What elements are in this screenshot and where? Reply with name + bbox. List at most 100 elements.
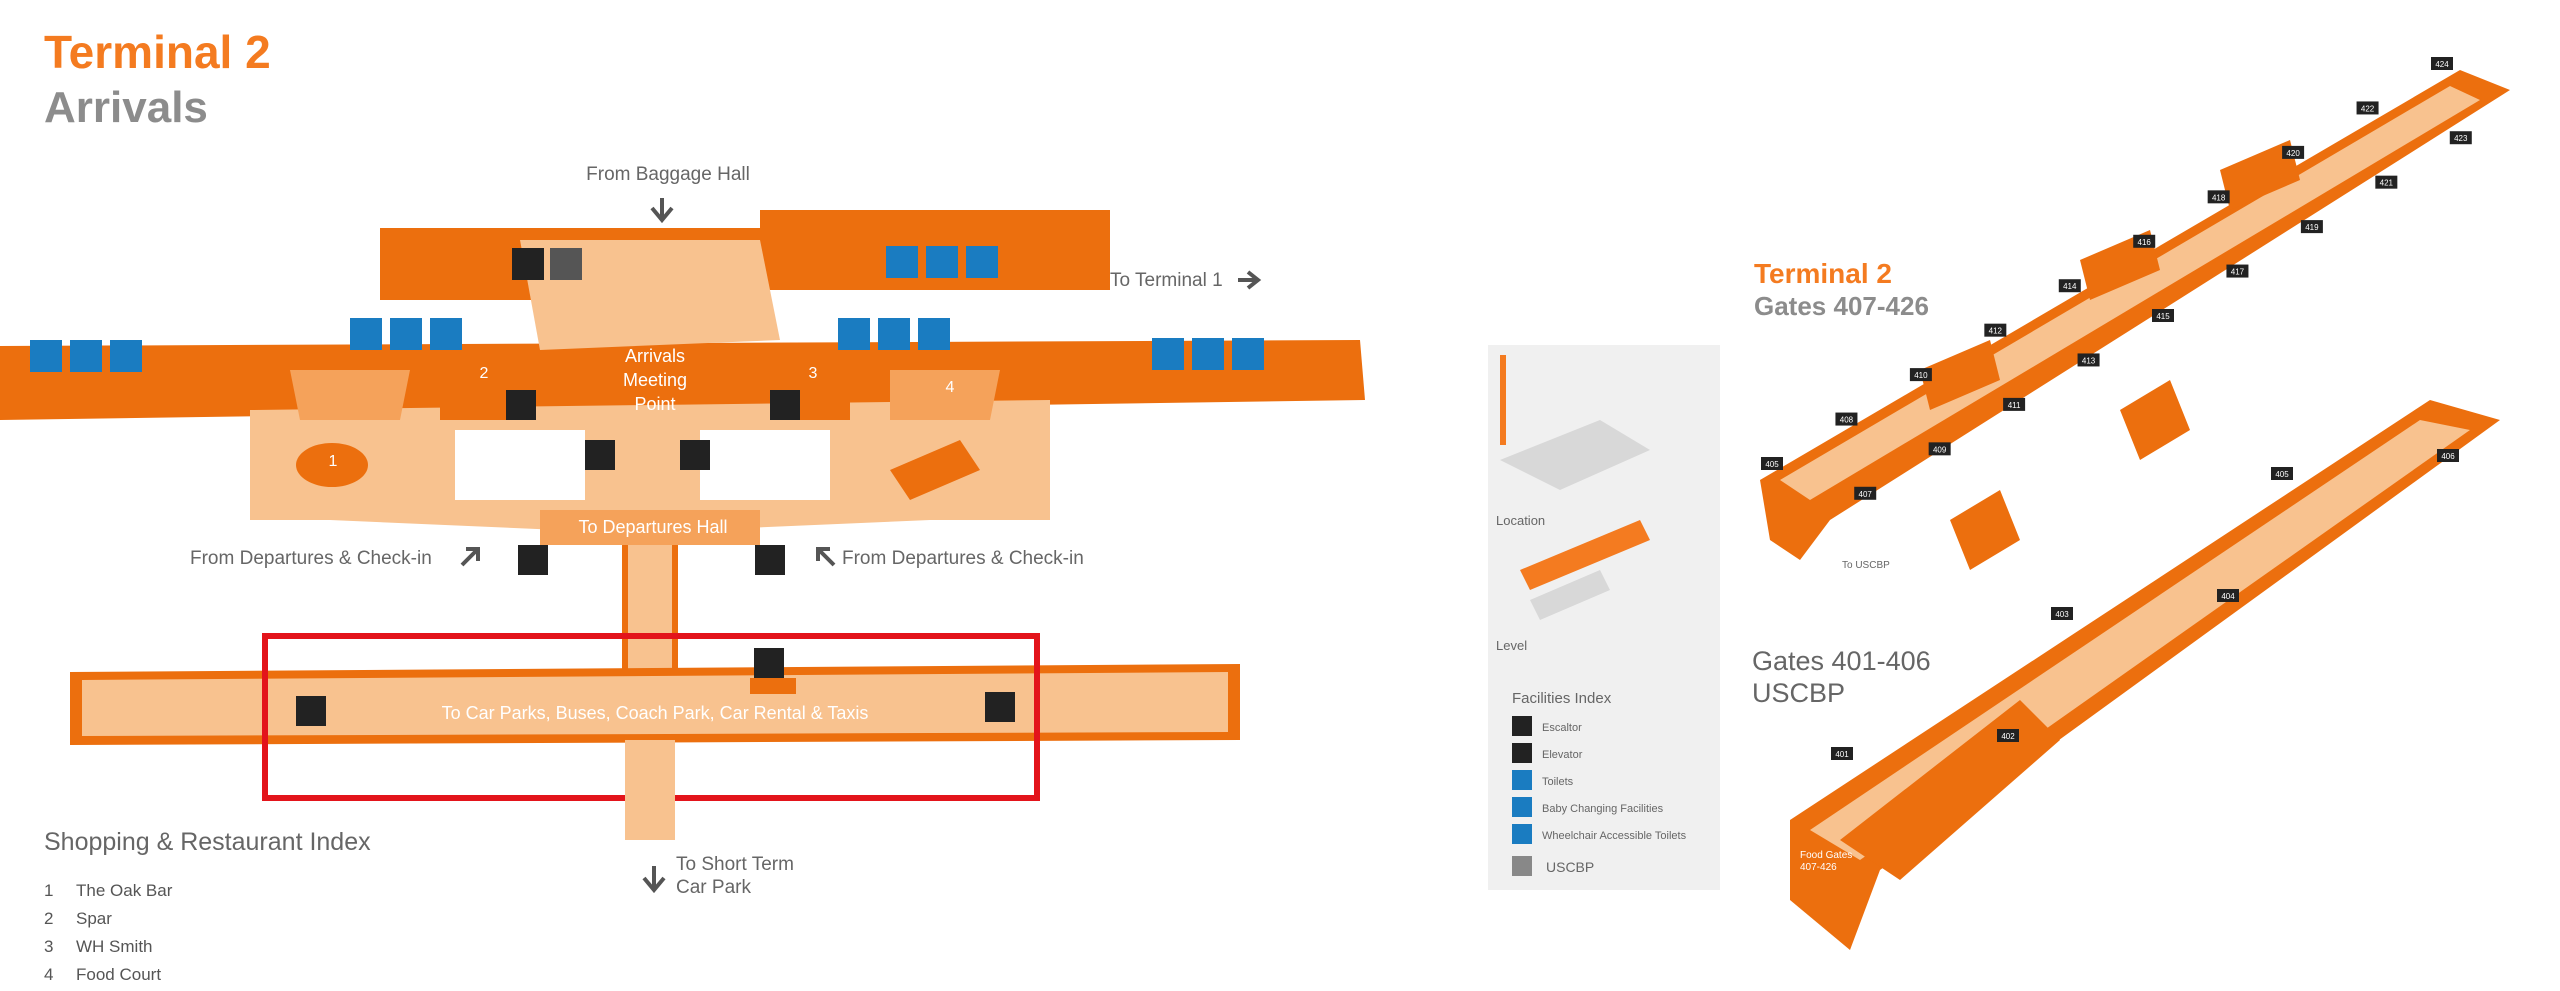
facility-label: Elevator xyxy=(1542,749,1583,761)
gate-number: 418 xyxy=(2212,193,2226,202)
upper-pier-gate-block xyxy=(1920,340,2000,410)
upper-pier-gate-block xyxy=(2220,140,2300,210)
shop-2-block xyxy=(440,360,520,420)
to-departures-hall-label: To Departures Hall xyxy=(578,517,727,537)
gate-number: 424 xyxy=(2435,60,2449,69)
escalator-icon xyxy=(755,545,785,575)
facility-cluster-left xyxy=(30,340,142,372)
gate-marker xyxy=(1854,486,1877,500)
gate-number: 416 xyxy=(2138,238,2152,247)
escalator-icon xyxy=(296,696,326,726)
gate-marker xyxy=(2449,131,2472,145)
gate-marker xyxy=(2431,57,2453,70)
gate-marker xyxy=(2375,175,2398,189)
gate-number: 412 xyxy=(1989,327,2003,336)
wheelchair-icon xyxy=(1512,824,1532,844)
escalator-icon xyxy=(985,692,1015,722)
gate-marker xyxy=(2217,589,2239,602)
arrow-up-right-icon xyxy=(460,547,480,567)
meeting-point-floor xyxy=(520,240,780,350)
gate-marker xyxy=(1997,729,2019,742)
shop-area-1-top xyxy=(290,370,410,420)
facility-cluster-3 xyxy=(838,318,950,350)
food-gates-label-1: Food Gates xyxy=(1800,850,1852,861)
shop-number-3: 3 xyxy=(809,365,818,382)
gate-marker xyxy=(2282,145,2305,159)
gate-marker xyxy=(2058,279,2081,293)
gate-marker xyxy=(2271,467,2293,480)
shop-number-1: 1 xyxy=(329,453,338,470)
arrow-right-icon xyxy=(1238,270,1262,290)
uscbp-hall xyxy=(1840,700,2060,880)
elevator-bank xyxy=(750,678,796,694)
gate-number: 417 xyxy=(2231,268,2245,277)
gate-marker xyxy=(2152,309,2174,322)
arrivals-meeting-label-3: Point xyxy=(634,394,675,414)
arrivals-meeting-label-1: Arrivals xyxy=(625,346,685,366)
gate-number: 406 xyxy=(2441,452,2455,461)
arrivals-floor xyxy=(250,400,1050,530)
facility-label: USCBP xyxy=(1546,859,1594,875)
gate-marker xyxy=(1761,457,1783,470)
gate-number: 421 xyxy=(2380,179,2394,188)
gate-marker xyxy=(1835,412,1858,426)
gate-marker xyxy=(2226,264,2249,278)
gate-marker xyxy=(2300,220,2323,234)
index-name: WH Smith xyxy=(76,937,153,956)
void-left xyxy=(455,430,585,500)
left-map-subtitle: Arrivals xyxy=(44,83,208,132)
gate-number: 403 xyxy=(2055,610,2069,619)
gate-number: 404 xyxy=(2221,592,2235,601)
level-label: Level xyxy=(1496,638,1527,653)
shopping-index-title: Shopping & Restaurant Index xyxy=(44,828,371,856)
escalator-icon xyxy=(680,440,710,470)
lower-pier-wall xyxy=(1790,400,2500,950)
gate-marker xyxy=(1984,323,2007,337)
lower-title-1: Gates 401-406 xyxy=(1752,646,1931,676)
gate-number: 407 xyxy=(1859,490,1873,499)
facility-label: Toilets xyxy=(1542,776,1574,788)
shopping-index-list: 1 The Oak Bar 2 Spar 3 WH Smith 4 Food C… xyxy=(44,881,173,984)
location-indicator xyxy=(1500,355,1506,445)
escalator-icon xyxy=(585,440,615,470)
facility-label: Baby Changing Facilities xyxy=(1542,803,1664,815)
gate-marker xyxy=(2003,397,2026,411)
facility-cluster-right xyxy=(1152,338,1264,370)
index-name: Food Court xyxy=(76,965,161,984)
upper-pier-gate-block xyxy=(1950,490,2020,570)
index-num: 4 xyxy=(44,965,53,984)
baby-changing-icon xyxy=(1512,797,1532,817)
short-term-link xyxy=(625,740,675,840)
link-corridor-wall xyxy=(672,545,678,675)
gate-number: 420 xyxy=(2286,149,2300,158)
facility-label: Escaltor xyxy=(1542,722,1582,734)
facilities-index-title: Facilities Index xyxy=(1512,690,1612,707)
arrow-down-icon xyxy=(650,198,674,224)
to-short-term-label-1: To Short Term xyxy=(676,854,794,875)
gate-number: 413 xyxy=(2082,356,2096,365)
gate-number: 405 xyxy=(2275,470,2289,479)
to-departures-floor xyxy=(540,510,760,545)
link-corridor xyxy=(625,545,675,675)
shop-area-4-top xyxy=(890,370,1000,420)
facility-cluster-2 xyxy=(350,318,462,350)
left-map: Terminal 2 Arrivals From Baggage Hall Ar… xyxy=(0,26,1365,984)
gate-marker xyxy=(2077,353,2100,367)
gate-number: 410 xyxy=(1914,371,1928,380)
to-uscbp-label: To USCBP xyxy=(1842,560,1890,571)
gate-number: 409 xyxy=(1933,445,1947,454)
gate-number: 402 xyxy=(2001,732,2015,741)
gate-marker xyxy=(2437,449,2459,462)
gate-number: 423 xyxy=(2454,134,2468,143)
gate-marker xyxy=(1831,747,1853,760)
elevator-icon xyxy=(754,648,784,678)
gate-number: 422 xyxy=(2361,104,2375,113)
shop-number-4: 4 xyxy=(946,379,955,396)
link-corridor-wall xyxy=(622,545,628,675)
to-terminal-1-label: To Terminal 1 xyxy=(1110,270,1223,291)
gate-number: 405 xyxy=(1765,460,1779,469)
index-num: 2 xyxy=(44,909,53,928)
from-baggage-hall-label: From Baggage Hall xyxy=(586,164,750,185)
